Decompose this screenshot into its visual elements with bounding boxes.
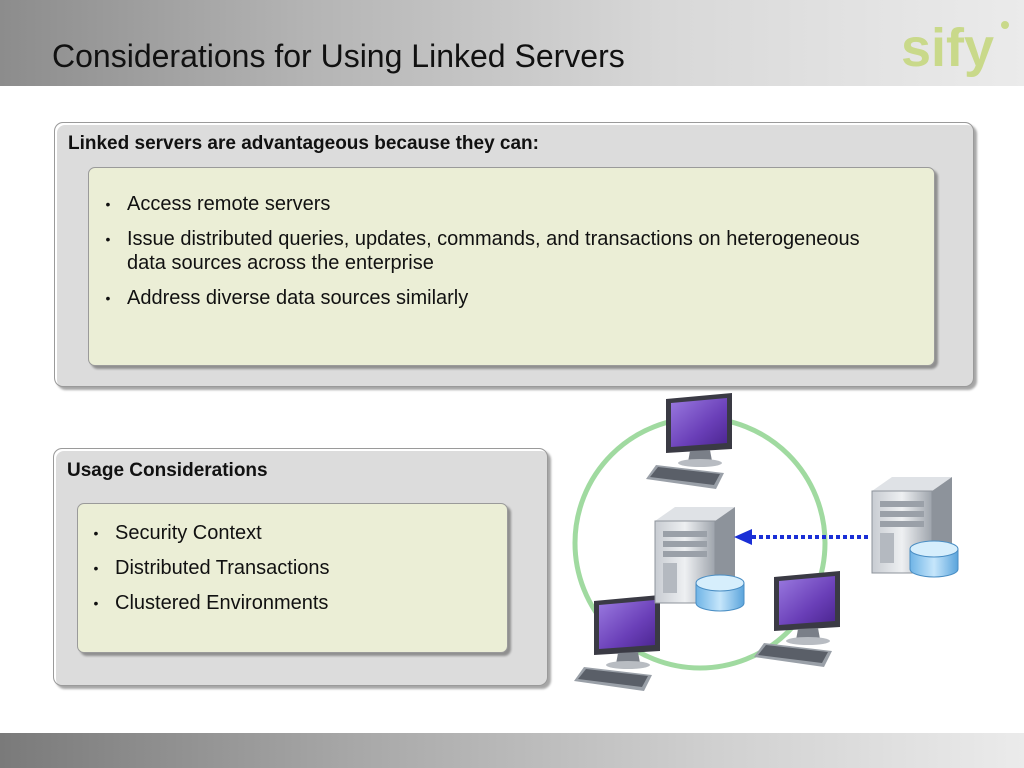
database-icon <box>909 540 959 578</box>
workstation-icon <box>646 393 732 489</box>
list-item: •Access remote servers <box>101 192 861 216</box>
linked-server-diagram <box>572 393 959 691</box>
bullet-icon: • <box>105 231 111 247</box>
advantages-heading: Linked servers are advantageous because … <box>68 133 539 154</box>
list-item: •Address diverse data sources similarly <box>101 286 861 310</box>
advantages-list-box <box>88 167 935 366</box>
sify-logo: sify <box>901 18 1009 78</box>
svg-text:sify: sify <box>901 18 994 78</box>
database-icon <box>695 574 745 612</box>
usage-heading: Usage Considerations <box>67 460 268 481</box>
list-item: •Clustered Environments <box>89 591 489 615</box>
list-item: •Security Context <box>89 521 489 545</box>
usage-list: •Security Context •Distributed Transacti… <box>89 521 489 626</box>
workstation-icon <box>574 595 660 691</box>
slide-title: Considerations for Using Linked Servers <box>52 38 625 74</box>
workstation-icon <box>754 571 840 667</box>
bullet-icon: • <box>93 525 99 541</box>
dotted-arrow-icon <box>734 529 868 545</box>
list-item: •Distributed Transactions <box>89 556 489 580</box>
title-bar <box>0 0 1024 86</box>
bullet-icon: • <box>105 290 111 306</box>
footer-bar <box>0 733 1024 768</box>
usage-list-box <box>77 503 508 653</box>
list-item: •Issue distributed queries, updates, com… <box>101 227 861 275</box>
bullet-icon: • <box>93 595 99 611</box>
bullet-icon: • <box>105 196 111 212</box>
advantages-list: •Access remote servers •Issue distribute… <box>101 192 861 321</box>
bullet-icon: • <box>93 560 99 576</box>
